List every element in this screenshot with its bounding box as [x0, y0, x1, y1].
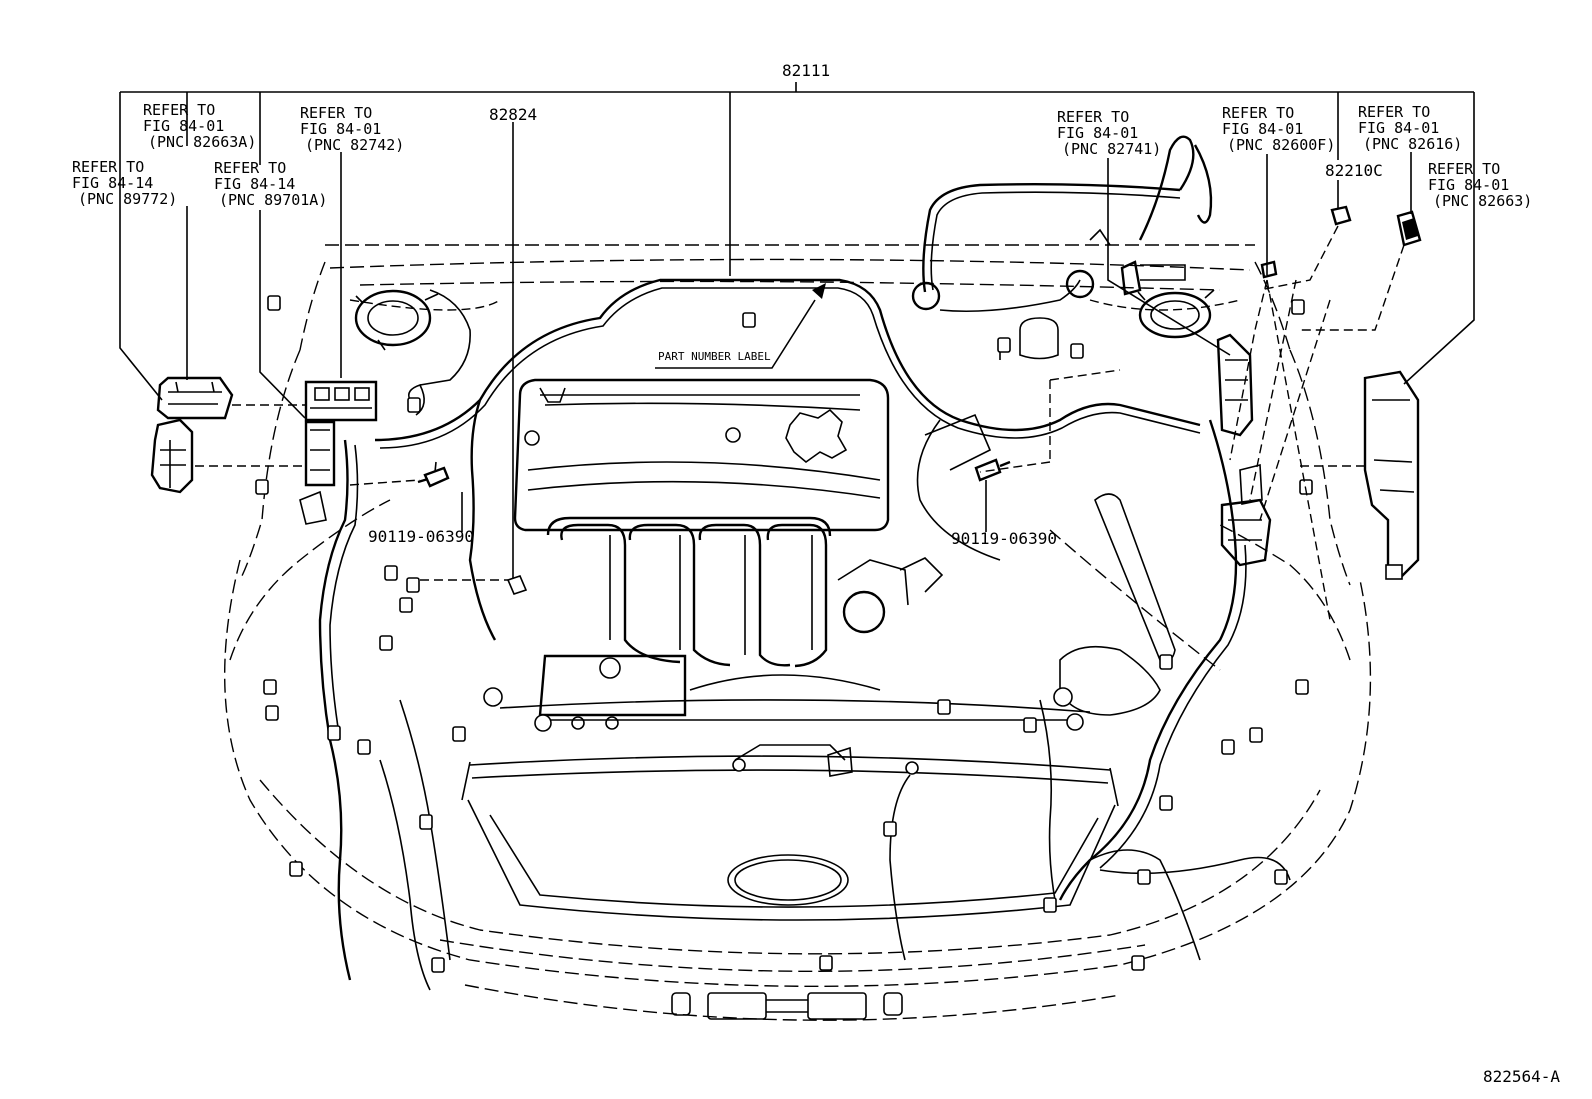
svg-text:FIG 84-01: FIG 84-01: [300, 120, 381, 138]
svg-text:(PNC 82663A): (PNC 82663A): [148, 133, 256, 151]
svg-text:FIG 84-01: FIG 84-01: [1057, 124, 1138, 142]
dashed-guide-lines: [195, 225, 1405, 621]
svg-text:REFER TO: REFER TO: [143, 101, 215, 119]
leader-lines: [119, 82, 1475, 582]
svg-text:REFER TO: REFER TO: [300, 104, 372, 122]
harness-connectors: [255, 295, 1313, 973]
svg-text:FIG 84-01: FIG 84-01: [143, 117, 224, 135]
svg-text:REFER TO: REFER TO: [1057, 108, 1129, 126]
left-relay-cover: [156, 376, 234, 420]
left-strut-tower: [354, 289, 471, 416]
left-junction-connector: [299, 420, 336, 525]
brake-reservoir: [916, 228, 1111, 561]
callout-82111: 82111: [782, 61, 830, 80]
ecu-box: [538, 654, 687, 730]
svg-text:FIG 84-01: FIG 84-01: [1358, 119, 1439, 137]
front-bumper: [439, 699, 1146, 1021]
callout-bolt-left: 90119-06390: [368, 527, 474, 546]
part-number-label-text: PART NUMBER LABEL: [658, 350, 771, 363]
reference-fig-84-14-89701a: REFER TO FIG 84-14 (PNC 89701A): [214, 159, 327, 209]
reference-fig-84-01-82741: REFER TO FIG 84-01 (PNC 82741): [1057, 108, 1161, 158]
svg-text:(PNC 82663): (PNC 82663): [1433, 192, 1532, 210]
part-number-label: PART NUMBER LABEL: [655, 283, 826, 369]
svg-text:REFER TO: REFER TO: [1222, 104, 1294, 122]
reference-fig-84-14-89772: REFER TO FIG 84-14 (PNC 89772): [72, 158, 177, 208]
connector-82600f-icon: [1260, 260, 1278, 279]
main-harness-trunk: [318, 135, 1291, 991]
intake-manifold: [546, 516, 944, 691]
reference-fig-84-01-82616: REFER TO FIG 84-01 (PNC 82616): [1358, 103, 1462, 153]
svg-text:FIG 84-14: FIG 84-14: [72, 174, 153, 192]
reference-fig-84-01-82663: REFER TO FIG 84-01 (PNC 82663): [1428, 160, 1532, 210]
svg-text:(PNC 89772): (PNC 89772): [78, 190, 177, 208]
svg-text:FIG 84-01: FIG 84-01: [1428, 176, 1509, 194]
svg-text:REFER TO: REFER TO: [1358, 103, 1430, 121]
svg-text:(PNC 89701A): (PNC 89701A): [219, 191, 327, 209]
bolt-right-icon: [974, 458, 1011, 482]
left-fuse-holder: [150, 418, 194, 494]
right-fuse-block: [1216, 333, 1272, 567]
vehicle-outline: [223, 244, 1372, 988]
callout-82210c: 82210C: [1325, 161, 1383, 180]
callout-bolt-right: 90119-06390: [951, 529, 1057, 548]
figure-id: 822564-A: [1483, 1067, 1560, 1086]
svg-text:(PNC 82742): (PNC 82742): [305, 136, 404, 154]
svg-text:REFER TO: REFER TO: [72, 158, 144, 176]
connector-82616-icon: [1396, 210, 1422, 247]
reference-fig-84-01-82600f: REFER TO FIG 84-01 (PNC 82600F): [1222, 104, 1335, 154]
engine-cover: [513, 378, 890, 532]
svg-text:(PNC 82616): (PNC 82616): [1363, 135, 1462, 153]
callout-82824: 82824: [489, 105, 537, 124]
right-relay-cover: [1363, 370, 1420, 580]
right-harness-clip: [1120, 260, 1186, 296]
reference-fig-84-01-82742: REFER TO FIG 84-01 (PNC 82742): [300, 104, 404, 154]
svg-text:(PNC 82600F): (PNC 82600F): [1227, 136, 1335, 154]
svg-text:FIG 84-01: FIG 84-01: [1222, 120, 1303, 138]
svg-text:REFER TO: REFER TO: [214, 159, 286, 177]
svg-text:REFER TO: REFER TO: [1428, 160, 1500, 178]
svg-text:FIG 84-14: FIG 84-14: [214, 175, 295, 193]
svg-text:(PNC 82741): (PNC 82741): [1062, 140, 1161, 158]
connector-82210c-icon: [1330, 205, 1352, 226]
reference-fig-84-01-82663a: REFER TO FIG 84-01 (PNC 82663A): [143, 101, 256, 151]
right-strut-tower: [1137, 289, 1215, 339]
bolt-left-icon: [417, 461, 450, 488]
left-relay-block: [304, 380, 378, 422]
air-intake-hose: [1049, 493, 1221, 716]
